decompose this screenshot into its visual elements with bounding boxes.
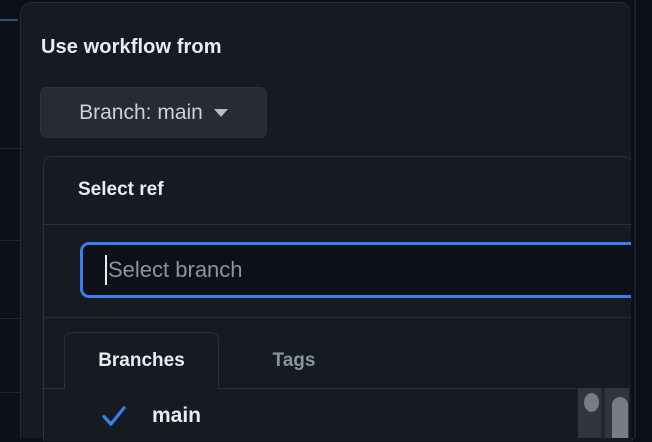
scrollbar-thumb-round[interactable]: [584, 393, 599, 412]
branch-name: main: [152, 404, 201, 428]
list-item[interactable]: main: [44, 390, 632, 442]
background-divider: [0, 148, 22, 149]
background-accent-line: [0, 19, 18, 21]
ref-tablist: Branches Tags: [44, 332, 632, 389]
branch-list: main: [44, 390, 632, 442]
right-edge-rule: [634, 0, 636, 438]
background-divider: [0, 240, 22, 241]
scrollbar-thumb-bar[interactable]: [612, 397, 628, 438]
background-divider: [0, 318, 22, 319]
select-ref-title: Select ref: [78, 179, 164, 201]
workflow-dispatch-dialog: Use workflow from Branch: main Select re…: [20, 2, 632, 438]
chevron-down-icon: [214, 109, 228, 117]
branch-selector-label: Branch: main: [79, 101, 203, 125]
select-branch-input[interactable]: Select branch: [80, 242, 640, 298]
tab-branches[interactable]: Branches: [64, 332, 219, 389]
select-ref-popover: Select ref Select branch Branches Tags m…: [43, 156, 633, 441]
check-icon: [99, 401, 129, 431]
tab-tags[interactable]: Tags: [234, 332, 354, 389]
search-section-divider: [44, 317, 632, 318]
page-title: Use workflow from: [41, 36, 222, 59]
text-cursor: [105, 255, 107, 285]
branch-selector-button[interactable]: Branch: main: [40, 87, 267, 138]
background-divider: [0, 392, 22, 393]
popover-header-divider: [44, 224, 632, 225]
background-page-strip: [0, 0, 22, 438]
select-branch-placeholder: Select branch: [108, 257, 243, 283]
